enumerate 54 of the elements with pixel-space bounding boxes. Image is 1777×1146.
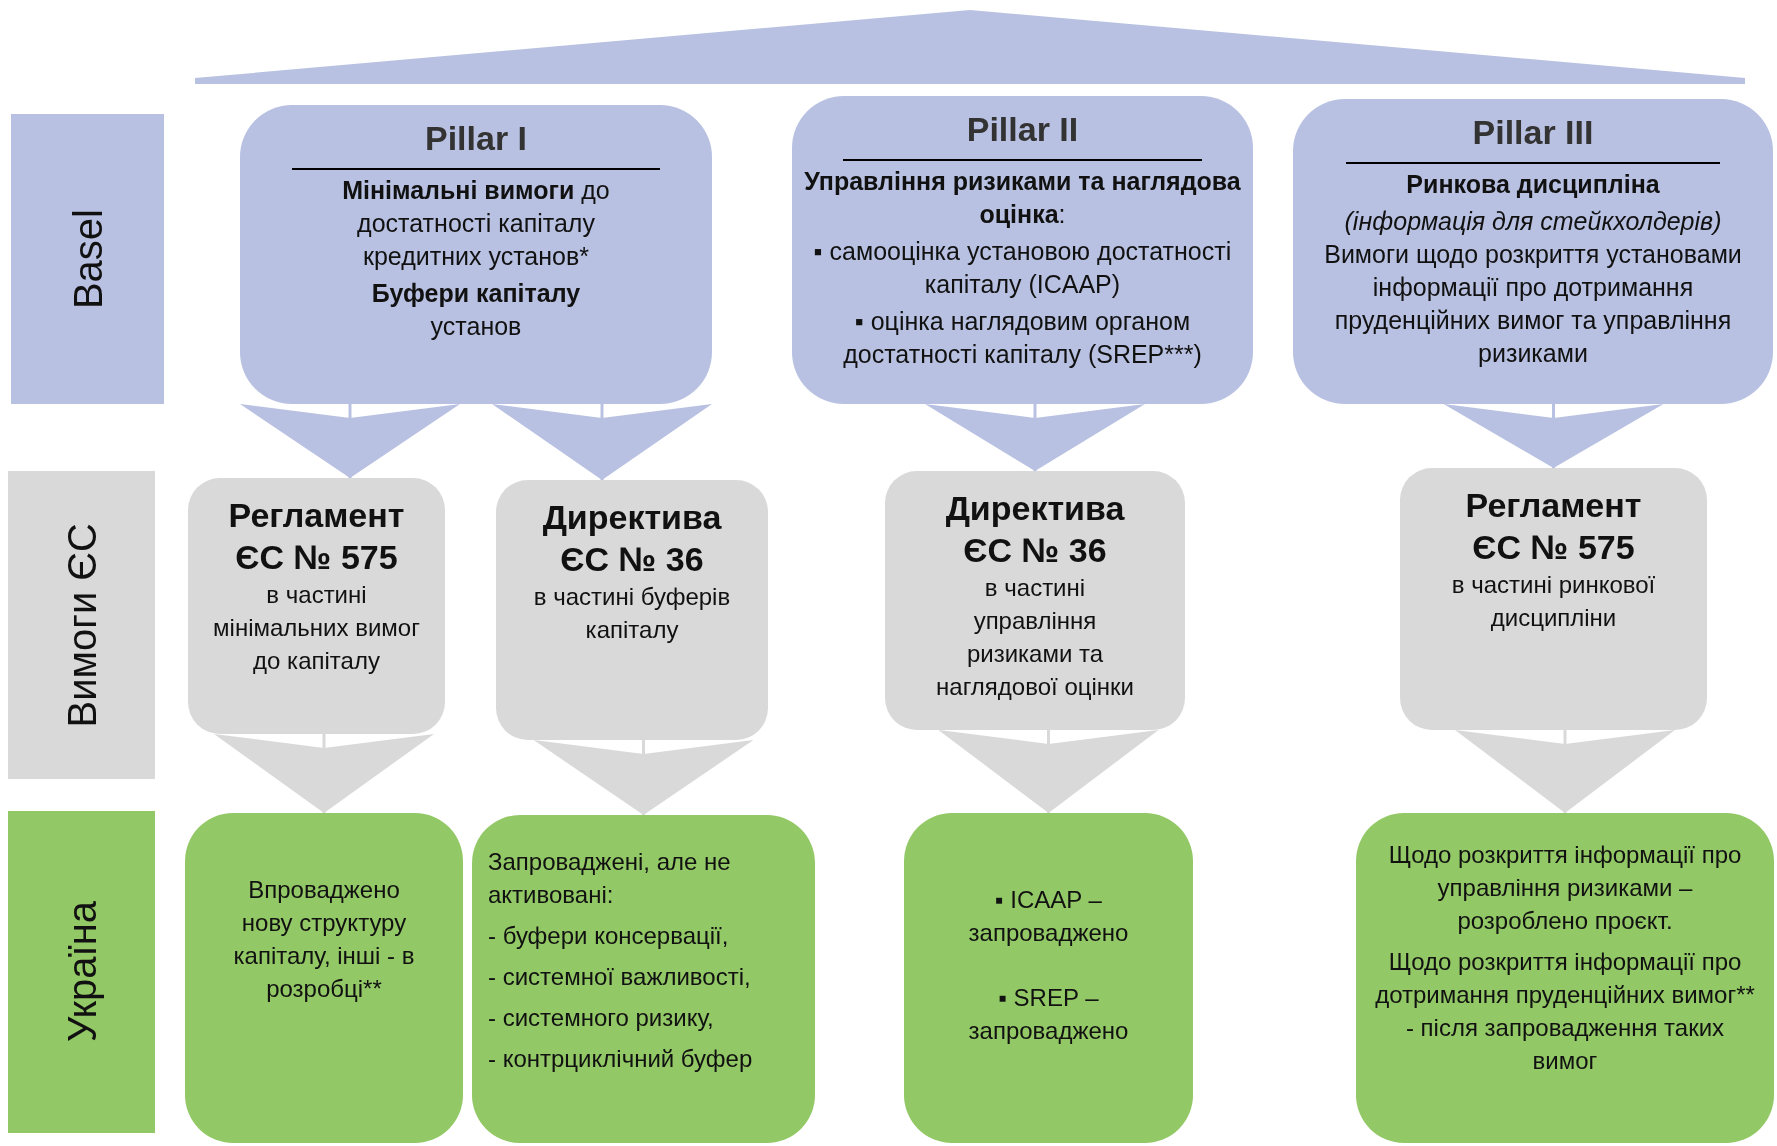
requirement-box bbox=[496, 480, 768, 740]
row-header bbox=[8, 471, 155, 779]
pillar-description: ▪ оцінка наглядовим органом достатності капіталу (SREP***) bbox=[842, 306, 1203, 370]
chevron-arrow bbox=[1443, 404, 1664, 468]
regulation-title: Регламент ЄС № 575 bbox=[227, 495, 406, 578]
status-box bbox=[1356, 813, 1774, 1143]
status-box bbox=[472, 815, 815, 1143]
requirement-box bbox=[188, 478, 445, 734]
requirement-box bbox=[1400, 468, 1707, 730]
chevron-arrow bbox=[938, 730, 1159, 813]
regulation-title: Директива ЄС № 36 bbox=[944, 488, 1126, 571]
status-box bbox=[904, 813, 1193, 1143]
status-text: ▪ ICAAP – запроваджено bbox=[967, 885, 1130, 948]
chevron-arrow bbox=[492, 404, 712, 480]
regulation-scope: в частині управління ризиками та наглядової оцінки bbox=[935, 573, 1135, 702]
chevron-arrow bbox=[925, 404, 1145, 471]
chevron-arrow bbox=[214, 734, 434, 813]
row-label: Україна bbox=[58, 901, 105, 1043]
pillar-title: Pillar III bbox=[1346, 107, 1720, 164]
chevron-arrow bbox=[240, 404, 460, 478]
status-box bbox=[185, 813, 463, 1143]
pillar-box bbox=[792, 96, 1253, 404]
regulation-title: Регламент ЄС № 575 bbox=[1464, 485, 1643, 568]
status-text: Впроваджено нову структуру капіталу, інші - в розробці** bbox=[232, 875, 416, 1004]
requirement-box bbox=[885, 471, 1185, 730]
status-text: - буфери консервації, bbox=[488, 921, 729, 951]
row-label: Basel bbox=[64, 208, 111, 310]
pillar-description: Управління ризиками та наглядова оцінка: bbox=[804, 166, 1241, 230]
regulation-scope: в частині ринкової дисципліни bbox=[1450, 570, 1657, 633]
regulation-scope: в частині буферів капіталу bbox=[532, 582, 732, 645]
roof-shape bbox=[195, 10, 1745, 84]
pillar-title: Pillar II bbox=[843, 104, 1202, 161]
status-text: - контрциклічний буфер bbox=[488, 1044, 753, 1074]
pillar-box bbox=[1293, 99, 1773, 404]
pillar-description: ▪ самооцінка установою достатності капіталу (ICAAP) bbox=[812, 236, 1233, 300]
pillar-description: (інформація для стейкхолдерів) Вимоги щодо розкриття установами інформації про дотримання пруденційних вимог та управління ризиками bbox=[1323, 206, 1743, 369]
status-text: - системного ризику, bbox=[488, 1003, 714, 1033]
row-label: Вимоги ЄС bbox=[58, 522, 105, 728]
regulation-title: Директива ЄС № 36 bbox=[541, 497, 723, 580]
status-text: Запроваджені, але не активовані: bbox=[488, 847, 732, 910]
regulation-scope: в частині мінімальних вимог до капіталу bbox=[212, 580, 421, 676]
chevron-arrow bbox=[533, 740, 754, 815]
pillar-description: Ринкова дисципліна bbox=[1406, 169, 1660, 200]
pillar-description: Мінімальні вимоги до достатності капіталу кредитних установ* bbox=[341, 175, 611, 272]
status-text: Щодо розкриття інформації про управління ризиками – розроблено проєкт. bbox=[1387, 840, 1743, 936]
row-header bbox=[8, 811, 155, 1133]
chevron-arrow bbox=[1455, 730, 1675, 813]
row-header bbox=[11, 114, 164, 404]
pillar-description: Буфери капіталу установ bbox=[370, 278, 582, 342]
status-text: ▪ SREP – запроваджено bbox=[967, 983, 1130, 1046]
pillar-title: Pillar I bbox=[292, 113, 660, 170]
status-text: Щодо розкриття інформації про дотримання пруденційних вимог** - після запровадження таких вимог bbox=[1374, 947, 1756, 1076]
status-text: - системної важливості, bbox=[488, 962, 751, 992]
pillar-box bbox=[240, 105, 712, 404]
